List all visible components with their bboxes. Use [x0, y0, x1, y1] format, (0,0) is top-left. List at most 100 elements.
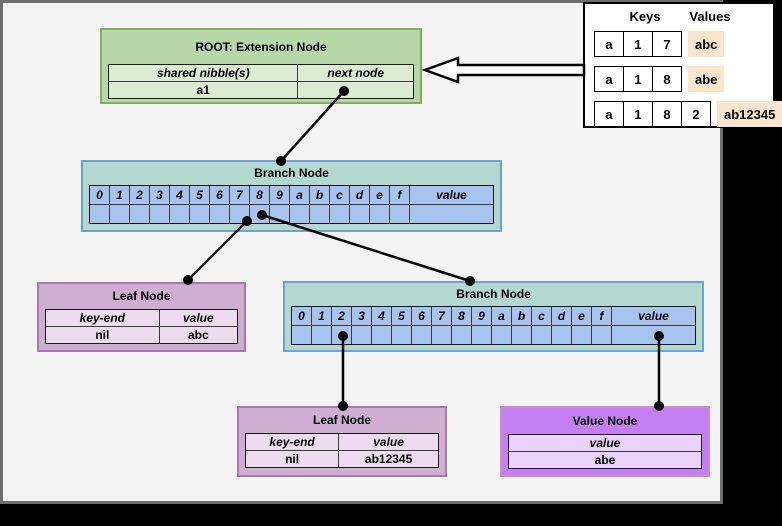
branch-column-header: 2 — [130, 186, 149, 204]
branch-slot — [390, 205, 409, 223]
branch-slot — [350, 205, 369, 223]
branch-column-header: d — [350, 186, 369, 204]
root-node-title: ROOT: Extension Node — [195, 40, 327, 54]
value-node-table: value abe — [508, 434, 702, 469]
branch-slot — [270, 205, 289, 223]
branch-column-header: 7 — [230, 186, 249, 204]
leaf-node-2[interactable]: Leaf Node key-end value nil ab12345 — [237, 406, 447, 477]
key-cell: 7 — [652, 31, 682, 57]
branch-node-2-table: 0 1 2 3 4 5 6 7 8 9 a b c d e f value — [291, 306, 696, 345]
branch-column-header: 6 — [412, 307, 431, 325]
branch-slot — [210, 205, 229, 223]
branch-node-1-table: 0 1 2 3 4 5 6 7 8 9 a b c d e f value — [89, 185, 494, 224]
branch-column-header: 9 — [270, 186, 289, 204]
branch-slot — [90, 205, 109, 223]
leaf-node-1-table: key-end value nil abc — [45, 309, 238, 344]
branch-column-header: 8 — [452, 307, 471, 325]
key-end-header: key-end — [246, 434, 339, 450]
branch-node-2-title: Branch Node — [456, 287, 531, 301]
panel-header: Keys Values — [585, 9, 773, 25]
next-node-cell — [298, 82, 413, 98]
branch-column-header: c — [330, 186, 349, 204]
branch-column-header: 3 — [352, 307, 371, 325]
branch-column-header: 4 — [170, 186, 189, 204]
branch-column-header: 3 — [150, 186, 169, 204]
branch-slot — [110, 205, 129, 223]
key-cell: 1 — [623, 66, 653, 92]
branch-slot — [472, 326, 491, 344]
key-cell: a — [594, 31, 624, 57]
shared-nibbles-value: a1 — [109, 82, 298, 98]
key-end-value: nil — [46, 327, 159, 343]
branch-slot — [332, 326, 351, 344]
branch-node-2[interactable]: Branch Node 0 1 2 3 4 5 6 7 8 9 a b c d … — [283, 281, 704, 352]
branch-column-header: b — [310, 186, 329, 204]
leaf-node-1[interactable]: Leaf Node key-end value nil abc — [37, 282, 246, 352]
branch-slot — [512, 326, 531, 344]
branch-slot — [290, 205, 309, 223]
branch-slot — [592, 326, 611, 344]
root-extension-node[interactable]: ROOT: Extension Node shared nibble(s) ne… — [100, 28, 422, 104]
branch-slot — [230, 205, 249, 223]
branch-slot — [352, 326, 371, 344]
branch-column-header: 0 — [292, 307, 311, 325]
branch-column-header: 1 — [110, 186, 129, 204]
branch-column-header: f — [390, 186, 409, 204]
key-cell: 8 — [652, 101, 682, 127]
value-header: value — [509, 435, 701, 451]
branch-slot — [370, 205, 389, 223]
legend-row: a 1 8 2 ab12345 — [594, 101, 782, 127]
legend-row: a 1 8 abe — [594, 66, 725, 92]
branch-column-header: c — [532, 307, 551, 325]
branch-slot — [330, 205, 349, 223]
key-cell: 8 — [652, 66, 682, 92]
branch-slot — [190, 205, 209, 223]
branch-column-header: a — [492, 307, 511, 325]
branch-value-slot — [612, 326, 695, 344]
branch-column-header: b — [512, 307, 531, 325]
branch-slot — [552, 326, 571, 344]
branch-column-header: 9 — [472, 307, 491, 325]
branch-column-header: 0 — [90, 186, 109, 204]
key-end-value: nil — [246, 451, 339, 467]
key-cell: a — [594, 101, 624, 127]
branch-slot — [372, 326, 391, 344]
value-header: value — [159, 310, 237, 326]
leaf-node-2-title: Leaf Node — [312, 413, 371, 427]
value-cell: ab12345 — [339, 451, 438, 467]
branch-column-header: 8 — [250, 186, 269, 204]
branch-slot — [150, 205, 169, 223]
shared-nibbles-header: shared nibble(s) — [109, 65, 298, 81]
branch-column-header: 2 — [332, 307, 351, 325]
keys-column-header: Keys — [629, 9, 661, 24]
branch-slot — [292, 326, 311, 344]
branch-value-slot — [410, 205, 493, 223]
branch-slot — [532, 326, 551, 344]
branch-slot — [170, 205, 189, 223]
value-cell: abe — [509, 452, 701, 468]
leaf-node-1-title: Leaf Node — [112, 289, 171, 303]
keys-values-panel[interactable]: Keys Values a 1 7 abc a 1 8 abe a 1 8 2 … — [583, 2, 782, 128]
branch-node-1[interactable]: Branch Node 0 1 2 3 4 5 6 7 8 9 a b c d … — [81, 160, 502, 232]
branch-slot — [312, 326, 331, 344]
value-chip: abe — [688, 66, 725, 92]
branch-slot — [452, 326, 471, 344]
branch-column-header: 4 — [372, 307, 391, 325]
key-cell: 1 — [623, 101, 653, 127]
value-node[interactable]: Value Node value abe — [500, 406, 710, 477]
branch-column-header: 7 — [432, 307, 451, 325]
value-chip: ab12345 — [717, 101, 782, 127]
branch-column-header: f — [592, 307, 611, 325]
branch-slot — [130, 205, 149, 223]
branch-column-header: 1 — [312, 307, 331, 325]
branch-slot — [492, 326, 511, 344]
branch-slot — [310, 205, 329, 223]
key-cell: 2 — [681, 101, 711, 127]
next-node-header: next node — [298, 65, 413, 81]
leaf-node-2-table: key-end value nil ab12345 — [245, 433, 439, 468]
branch-slot — [432, 326, 451, 344]
branch-slot — [572, 326, 591, 344]
value-chip: abc — [688, 31, 725, 57]
root-node-table: shared nibble(s) next node a1 — [108, 64, 414, 99]
key-end-header: key-end — [46, 310, 159, 326]
